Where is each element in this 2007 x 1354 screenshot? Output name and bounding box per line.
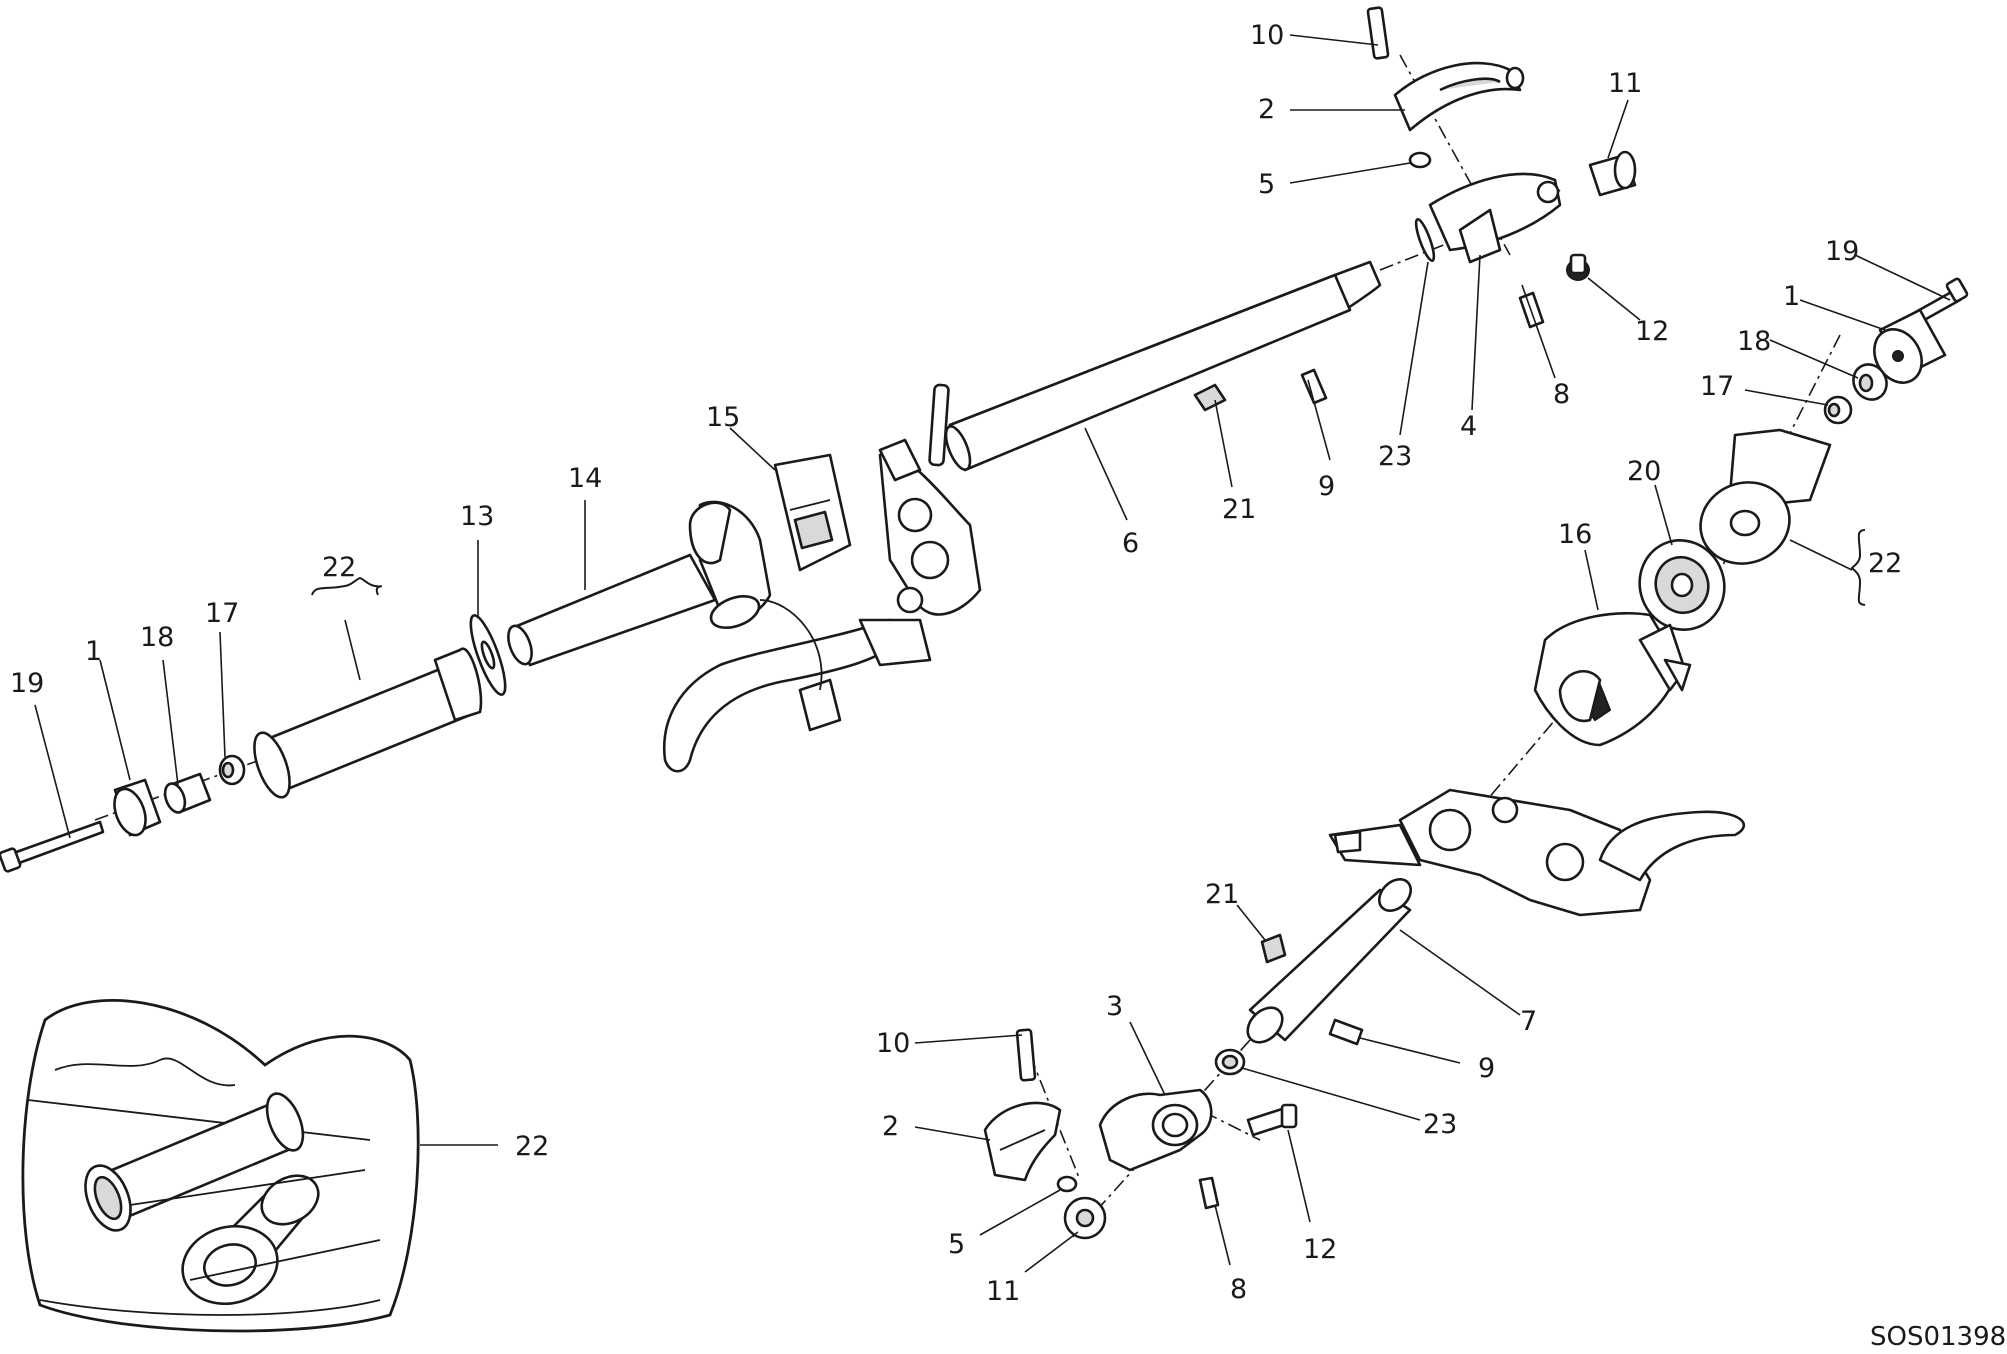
callout-left-17: 17 <box>205 598 239 629</box>
left-switch-housing <box>688 500 772 629</box>
clutch-master-cylinder <box>878 383 982 616</box>
drawing-code: SOS01398 <box>1870 1322 2006 1352</box>
callout-right-17: 17 <box>1700 371 1734 402</box>
o-ring-23-lower <box>1214 1048 1246 1076</box>
right-switch-housing-16 <box>1533 612 1692 747</box>
callout-low-9: 9 <box>1478 1053 1495 1084</box>
bag-grip-upper <box>84 1092 305 1232</box>
callout-low-7: 7 <box>1520 1006 1537 1037</box>
bag-grip-lower <box>181 1174 320 1306</box>
clamp-cap-2-top <box>1393 61 1525 132</box>
handlebar-tube-6 <box>944 260 1382 472</box>
callout-top-12: 12 <box>1635 316 1669 347</box>
cable-cover-15 <box>773 453 852 572</box>
callout-low-23: 23 <box>1423 1109 1457 1140</box>
left-bar-end-weight-1 <box>113 778 162 837</box>
callout-top-8: 8 <box>1553 379 1570 410</box>
pin-9-upper <box>1300 368 1328 405</box>
callout-low-8: 8 <box>1230 1274 1247 1305</box>
callout-mid-9: 9 <box>1318 471 1335 502</box>
right-insert-17 <box>1823 395 1853 425</box>
left-bar-end-screw-19 <box>0 820 105 873</box>
callout-right-1: 1 <box>1783 281 1800 312</box>
callout-top-23: 23 <box>1378 441 1412 472</box>
callout-top-2: 2 <box>1258 94 1275 125</box>
left-grip-22 <box>253 647 483 799</box>
callout-low-10: 10 <box>876 1028 910 1059</box>
callout-top-10: 10 <box>1250 20 1284 51</box>
brace-left-22 <box>311 576 382 596</box>
callout-left-19: 19 <box>10 668 44 699</box>
bolt-12-top <box>1566 253 1590 281</box>
handlebar-tube-7 <box>1246 877 1413 1044</box>
callout-left-15: 15 <box>706 402 740 433</box>
screw-10-lower <box>1015 1028 1037 1082</box>
callout-right-19: 19 <box>1825 236 1859 267</box>
callout-mid-6: 6 <box>1122 528 1139 559</box>
leader-lines <box>34 34 1951 1273</box>
brace-right-22 <box>1850 529 1866 606</box>
plug-11-top <box>1588 150 1637 197</box>
callout-top-5: 5 <box>1258 169 1275 200</box>
callout-low-21: 21 <box>1205 879 1239 910</box>
callout-right-20: 20 <box>1627 456 1661 487</box>
plug-11-lower <box>1063 1196 1107 1240</box>
o-ring-23-top <box>1414 217 1436 263</box>
callout-top-11: 11 <box>1608 68 1642 99</box>
callout-inset-22: 22 <box>515 1131 549 1162</box>
right-grip-22 <box>1699 428 1832 565</box>
pin-9-lower <box>1328 1018 1364 1046</box>
callout-low-12: 12 <box>1303 1234 1337 1265</box>
callout-left-13: 13 <box>460 501 494 532</box>
throttle-pulley-20 <box>1638 539 1726 631</box>
callout-labels: 10 2 5 11 12 8 4 23 9 21 6 15 14 13 22 1… <box>10 20 2006 1352</box>
callout-left-18: 18 <box>140 622 174 653</box>
grip-kit-bag <box>21 999 420 1333</box>
riser-base-4 <box>1428 172 1562 264</box>
throttle-tube-14 <box>507 553 717 667</box>
left-insert-17 <box>218 754 246 786</box>
clamp-cap-2-lower <box>983 1101 1062 1182</box>
right-bar-end-weight-1 <box>1873 308 1947 384</box>
brake-lever <box>1598 810 1746 882</box>
callout-low-3: 3 <box>1106 991 1123 1022</box>
left-spacer-18 <box>163 772 212 814</box>
right-spacer-18 <box>1852 363 1888 401</box>
washer-5-top <box>1408 151 1432 169</box>
clutch-lever <box>662 618 932 773</box>
callout-low-2: 2 <box>882 1111 899 1142</box>
callout-mid-21: 21 <box>1222 494 1256 525</box>
brake-master-cylinder <box>1328 788 1652 917</box>
bolt-12-lower <box>1246 1103 1298 1137</box>
left-washer-13 <box>469 614 507 696</box>
riser-base-3 <box>1098 1088 1213 1172</box>
callout-low-5: 5 <box>948 1229 965 1260</box>
callout-low-11: 11 <box>986 1276 1020 1307</box>
clip-21-lower <box>1260 933 1287 964</box>
callout-right-16: 16 <box>1558 519 1592 550</box>
callout-right-18: 18 <box>1737 326 1771 357</box>
callout-left-1: 1 <box>85 636 102 667</box>
washer-5-lower <box>1056 1175 1078 1193</box>
pin-8-lower <box>1198 1176 1220 1210</box>
callout-right-22: 22 <box>1868 548 1902 579</box>
callout-left-14: 14 <box>568 463 602 494</box>
screw-10-top <box>1366 6 1390 60</box>
callout-left-22: 22 <box>322 552 356 583</box>
clutch-switch-connector <box>759 599 842 732</box>
clip-21-upper <box>1193 383 1227 412</box>
callout-top-4: 4 <box>1460 411 1477 442</box>
